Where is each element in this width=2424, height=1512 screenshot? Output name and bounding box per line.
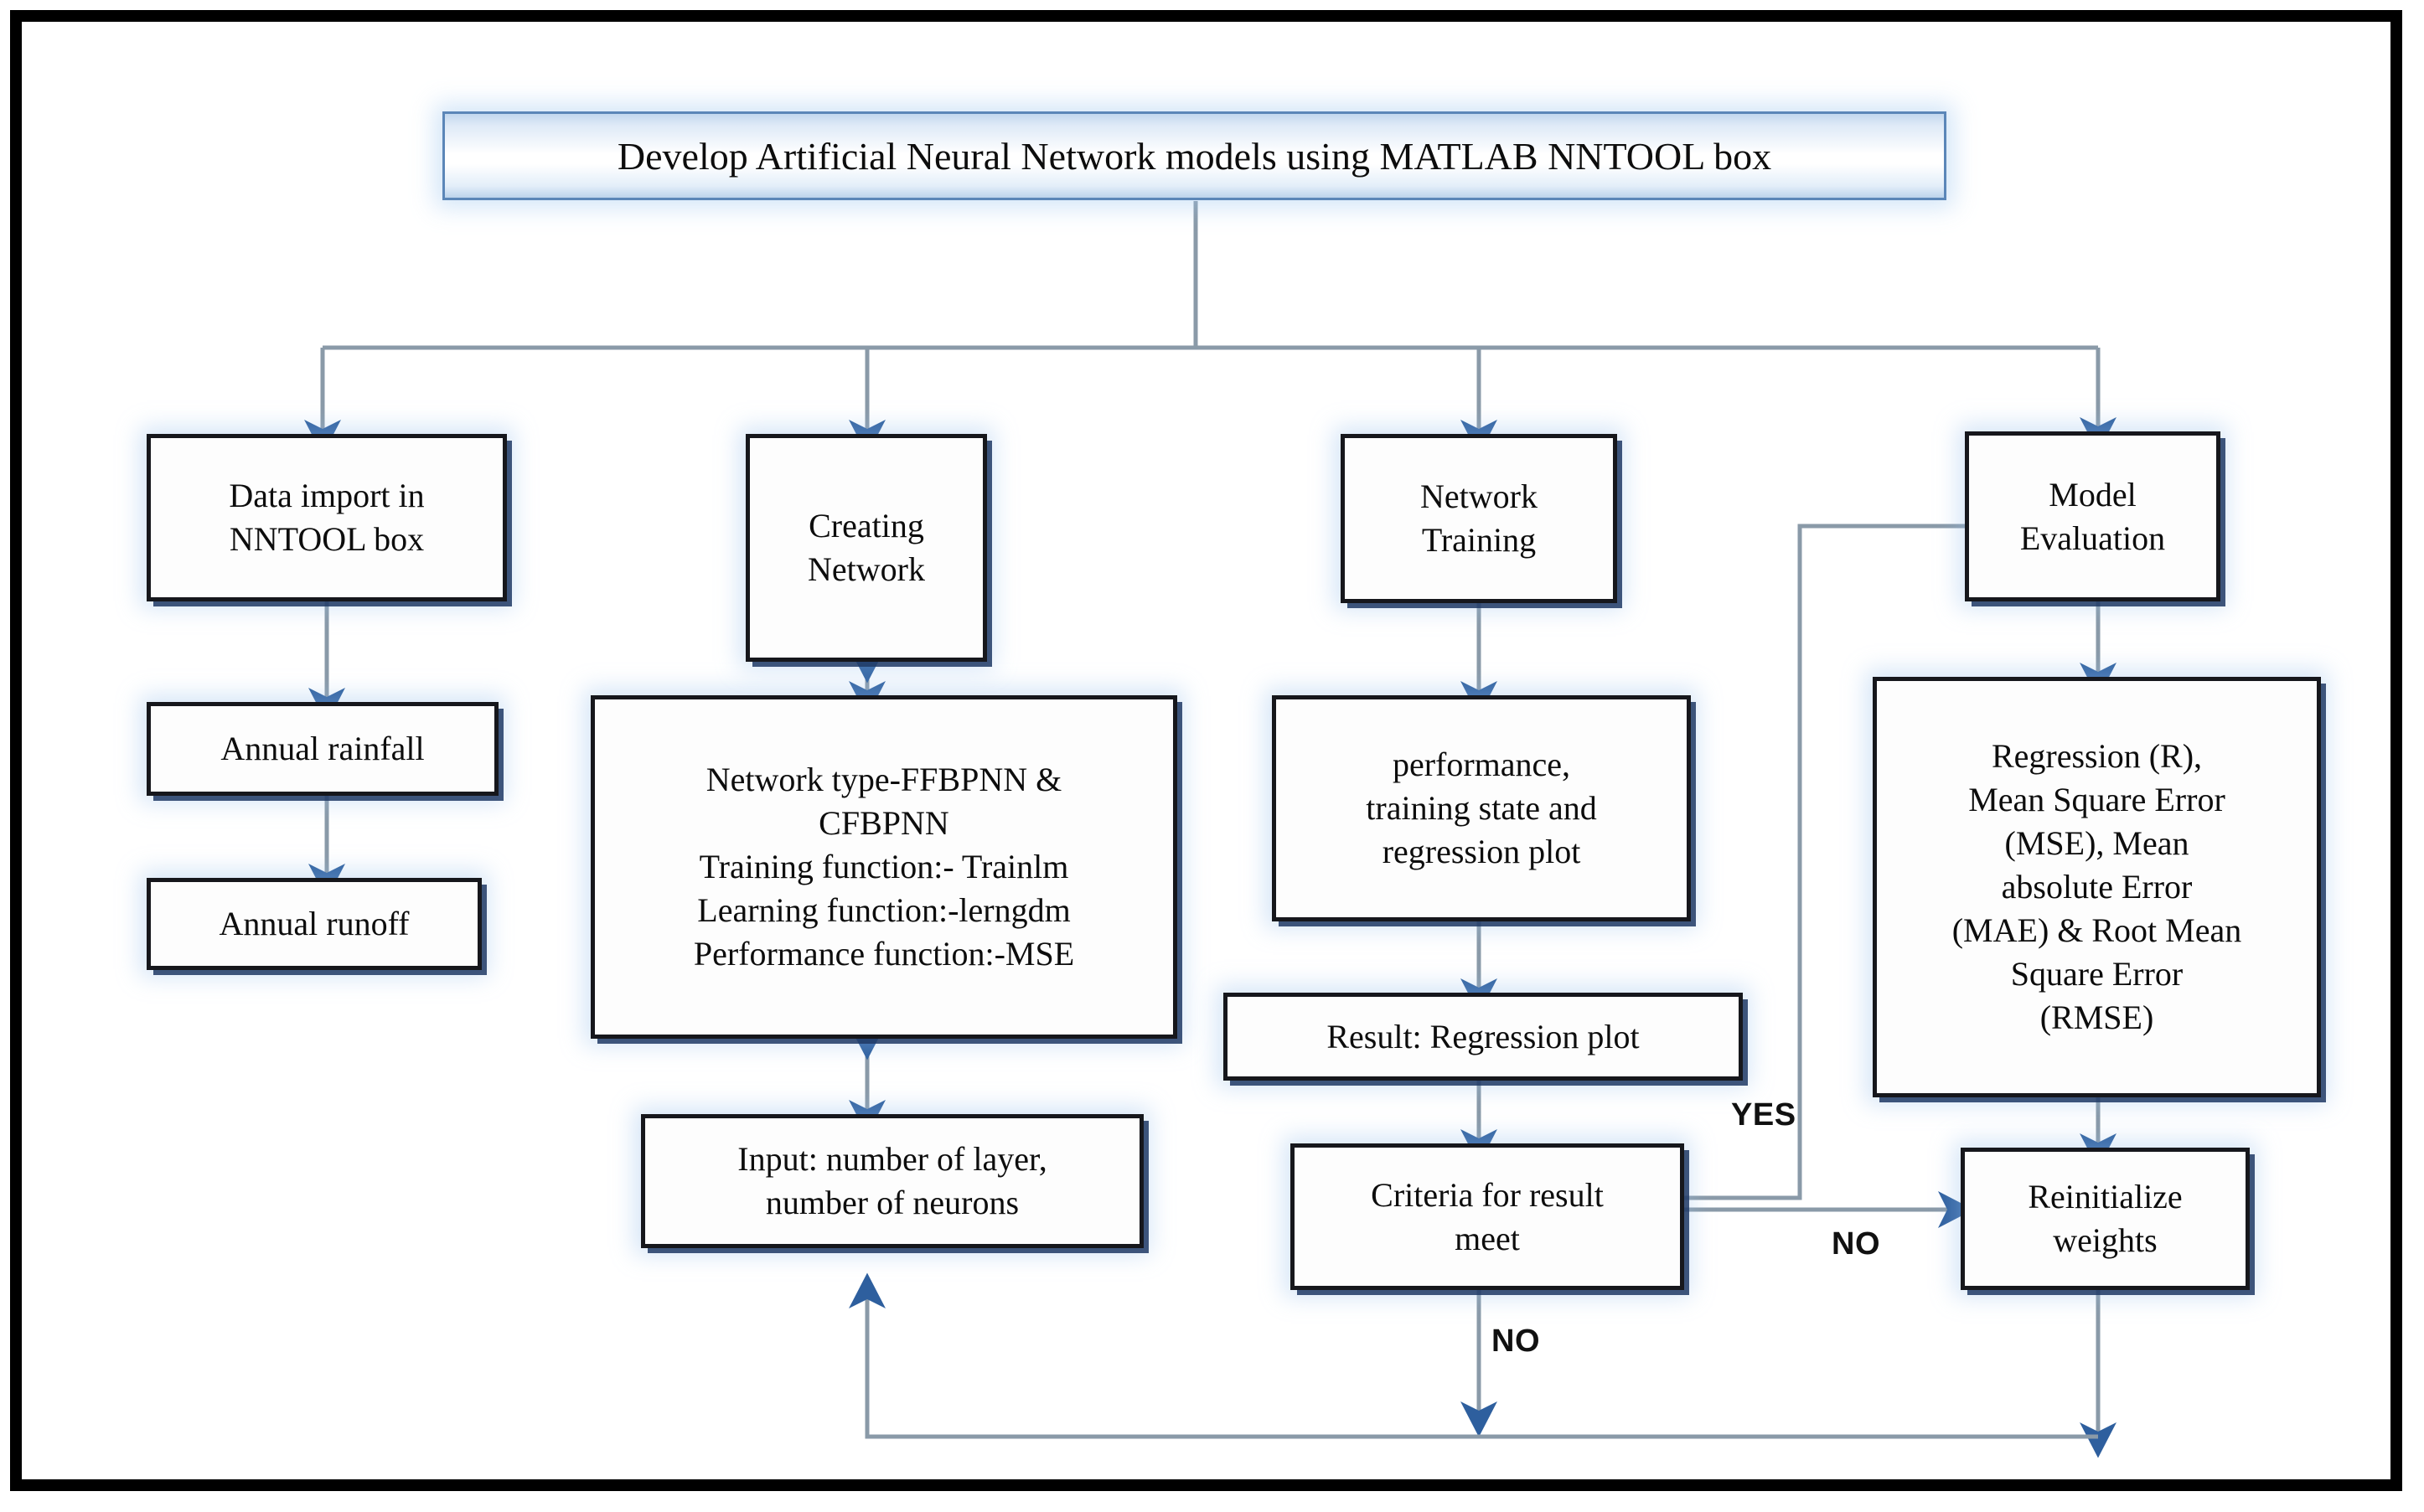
node-network-training: Network Training	[1341, 434, 1617, 603]
node-annual-runoff-label: Annual runoff	[219, 905, 410, 942]
node-root: Develop Artificial Neural Network models…	[442, 111, 1946, 200]
node-result-plot: Result: Regression plot	[1223, 993, 1743, 1081]
node-annual-rainfall: Annual rainfall	[147, 702, 499, 796]
node-metrics: Regression (R), Mean Square Error (MSE),…	[1873, 677, 2321, 1097]
node-network-config-label: Network type-FFBPNN & CFBPNN Training fu…	[693, 761, 1075, 973]
node-network-input-label: Input: number of layer, number of neuron…	[737, 1140, 1047, 1221]
node-network-config: Network type-FFBPNN & CFBPNN Training fu…	[591, 695, 1177, 1039]
node-model-evaluation-label: Model Evaluation	[2019, 475, 2166, 557]
edge-label-yes: YES	[1731, 1097, 1796, 1133]
edge-label-no-bottom: NO	[1491, 1324, 1540, 1359]
node-metrics-label: Regression (R), Mean Square Error (MSE),…	[1951, 737, 2242, 1036]
node-data-import-label: Data import in NNTOOL box	[229, 477, 425, 558]
node-network-input: Input: number of layer, number of neuron…	[641, 1114, 1144, 1248]
node-criteria-label: Criteria for result meet	[1371, 1175, 1604, 1257]
node-result-plot-label: Result: Regression plot	[1326, 1017, 1640, 1055]
edge-label-no-right: NO	[1832, 1226, 1880, 1262]
node-creating-network-label: Creating Network	[808, 507, 925, 588]
node-model-evaluation: Model Evaluation	[1965, 431, 2220, 601]
node-annual-rainfall-label: Annual rainfall	[220, 730, 425, 767]
node-criteria: Criteria for result meet	[1290, 1143, 1684, 1290]
node-training-outputs: performance, training state and regressi…	[1272, 695, 1691, 921]
node-data-import: Data import in NNTOOL box	[147, 434, 507, 601]
node-reinitialize-weights-label: Reinitialize weights	[2028, 1178, 2183, 1259]
node-annual-runoff: Annual runoff	[147, 878, 482, 970]
node-reinitialize-weights: Reinitialize weights	[1961, 1148, 2250, 1290]
node-training-outputs-label: performance, training state and regressi…	[1366, 746, 1597, 870]
node-creating-network: Creating Network	[746, 434, 987, 662]
node-root-label: Develop Artificial Neural Network models…	[617, 134, 1772, 178]
node-network-training-label: Network Training	[1420, 477, 1538, 559]
